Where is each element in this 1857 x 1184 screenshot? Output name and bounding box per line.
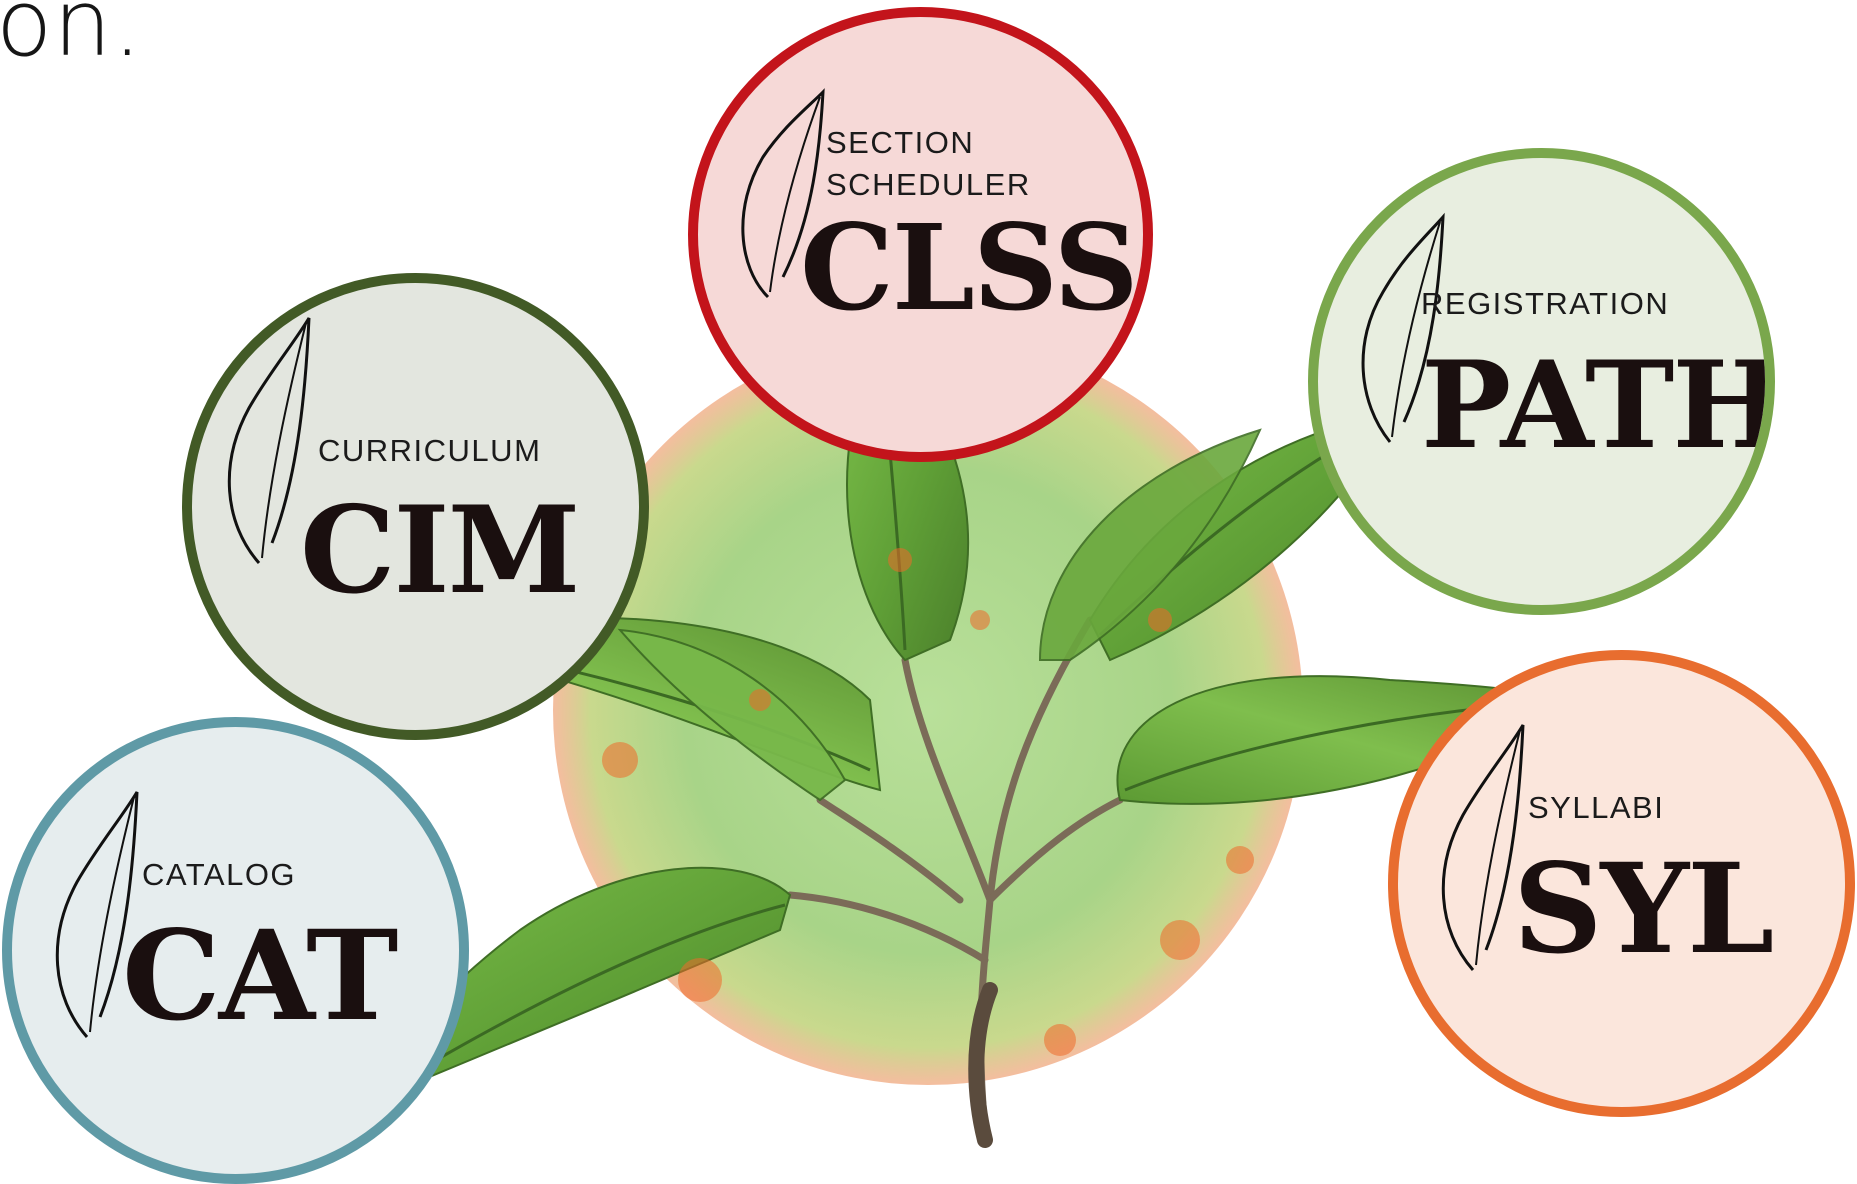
path-badge: REGISTRATION PATH xyxy=(1308,148,1775,615)
clss-badge: SECTION SCHEDULER CLSS xyxy=(688,7,1153,462)
cim-label: CURRICULUM xyxy=(318,433,542,468)
cim-badge: CURRICULUM CIM xyxy=(182,273,649,740)
path-label: REGISTRATION xyxy=(1421,286,1670,321)
leaf-outline-icon xyxy=(741,88,825,299)
leaf-outline-icon xyxy=(227,317,311,564)
cat-badge: CATALOG CAT xyxy=(2,717,469,1184)
clss-label-line2: SCHEDULER xyxy=(826,167,1031,202)
cat-label: CATALOG xyxy=(142,857,297,892)
leaf-outline-icon xyxy=(1361,212,1445,443)
clss-acronym: CLSS xyxy=(800,198,1139,337)
syl-acronym: SYL xyxy=(1513,837,1774,982)
path-acronym: PATH xyxy=(1421,335,1775,476)
leaf-outline-icon xyxy=(1441,724,1525,971)
cat-acronym: CAT xyxy=(122,904,398,1049)
orange-texture xyxy=(602,548,1254,1056)
leaf-outline-icon xyxy=(55,791,139,1038)
plant-leaves xyxy=(347,328,1584,1113)
clss-label-line1: SECTION xyxy=(826,125,975,160)
heading-fragment: on. xyxy=(0,0,143,77)
syl-label: SYLLABI xyxy=(1528,790,1665,825)
syl-badge: SYLLABI SYL xyxy=(1388,650,1855,1117)
cim-acronym: CIM xyxy=(300,480,580,621)
